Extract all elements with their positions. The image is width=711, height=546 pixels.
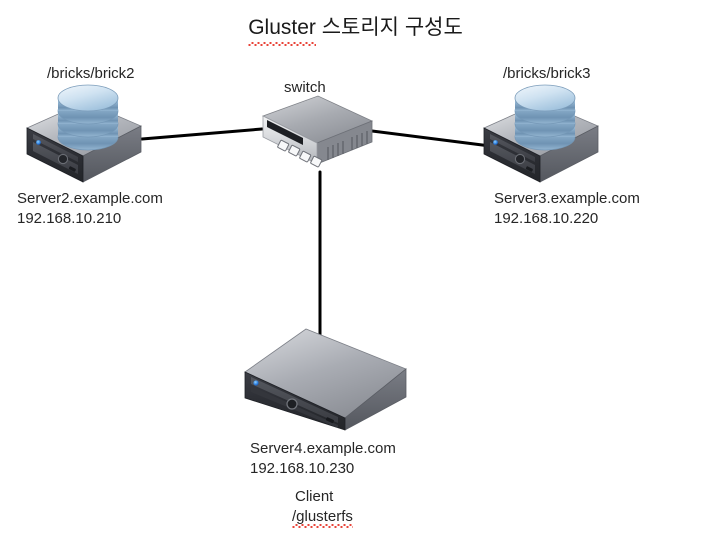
power-button-icon xyxy=(514,153,526,165)
client-hostname: Server4.example.com xyxy=(250,440,396,457)
client-node[interactable] xyxy=(244,328,407,431)
status-led-icon xyxy=(493,140,498,145)
page-title-prefix: Gluster xyxy=(248,14,316,46)
server-left-hostname: Server2.example.com xyxy=(17,190,163,207)
server-right-brick-label: /bricks/brick3 xyxy=(503,65,591,82)
link-server3-switch xyxy=(370,129,500,149)
server-right-hostname: Server3.example.com xyxy=(494,190,640,207)
disk-stack-icon xyxy=(57,84,119,151)
server-left-brick-label: /bricks/brick2 xyxy=(47,65,135,82)
power-button-icon xyxy=(286,398,298,410)
disk-stack-icon xyxy=(514,84,576,151)
client-ip: 192.168.10.230 xyxy=(250,460,355,477)
server-right-ip: 192.168.10.220 xyxy=(494,210,599,227)
switch-node[interactable] xyxy=(261,95,374,168)
switch-label: switch xyxy=(284,79,326,96)
client-mount-label: /glusterfs xyxy=(292,508,353,528)
server-node-left[interactable] xyxy=(26,84,142,183)
vent-grille-icon xyxy=(327,131,368,160)
client-role-label: Client xyxy=(295,488,334,505)
status-led-icon xyxy=(36,140,41,145)
power-button-icon xyxy=(57,153,69,165)
link-server2-switch xyxy=(140,127,264,141)
status-led-icon xyxy=(253,380,259,386)
page-title-suffix: 스토리지 구성도 xyxy=(315,16,463,39)
server-node-right[interactable] xyxy=(483,84,599,183)
page-title: Gluster 스토리지 구성도 xyxy=(0,14,711,46)
server-left-ip: 192.168.10.210 xyxy=(17,210,122,227)
